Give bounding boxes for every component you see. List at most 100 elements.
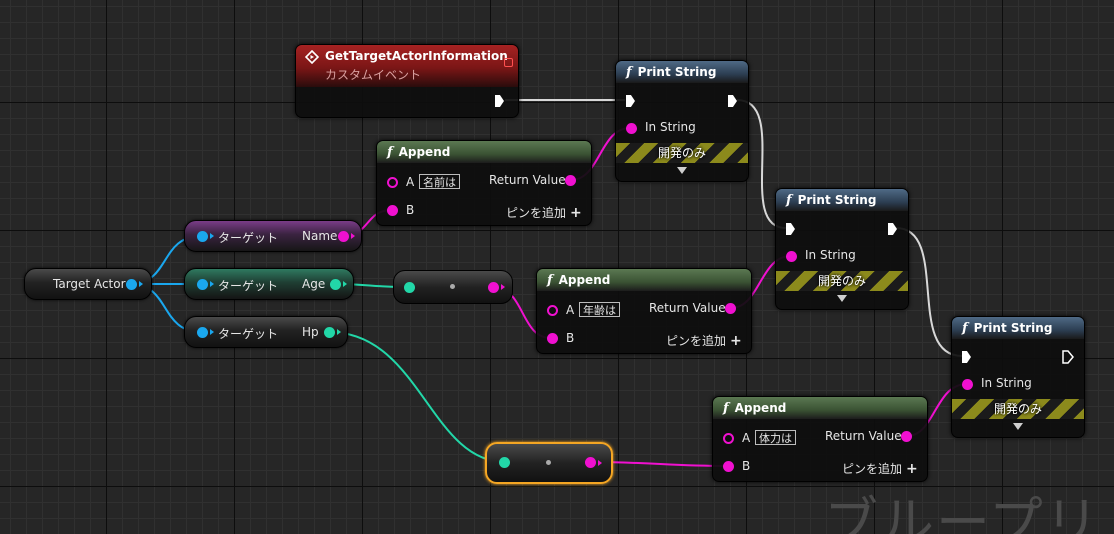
custom-event-subtitle: カスタムイベント [325,68,422,82]
function-icon: f [962,321,968,336]
custom-event-title: GetTargetActorInformation [325,49,508,63]
name-output-label: Name [302,229,338,243]
conversion-input-pin[interactable] [499,457,510,468]
add-pin-button[interactable]: ピンを追加+ [666,332,742,349]
pin-arrow-icon [337,329,341,335]
conversion-node-age[interactable] [393,270,513,304]
append-header-1: f Append [377,141,591,163]
get-hp-node[interactable]: ターゲット Hp [184,316,348,348]
age-output-pin[interactable] [330,279,341,290]
append-title-1: Append [398,145,451,159]
exec-out-pin[interactable] [888,223,897,235]
function-icon: f [547,273,553,288]
in-string-label: In String [645,120,696,134]
function-icon: f [387,145,393,160]
expand-arrow-icon[interactable] [837,295,847,302]
expand-arrow-icon[interactable] [677,167,687,174]
target-actor-output-pin[interactable] [126,279,137,290]
b-input-pin[interactable] [723,461,734,472]
pin-arrow-icon [343,281,347,287]
target-input-pin[interactable] [197,231,208,242]
print-string-title-2: Print String [797,193,877,207]
function-icon: f [786,193,792,208]
exec-out-pin[interactable] [495,95,504,107]
a-literal-input[interactable]: 名前は [419,174,460,189]
append-header-2: f Append [537,269,751,291]
pin-arrow-icon [501,284,505,290]
a-literal-input[interactable]: 年齢は [579,302,620,317]
exec-in-pin[interactable] [626,95,635,107]
in-string-pin[interactable] [626,123,637,134]
print-string-header-2: f Print String [776,189,908,211]
name-output-pin[interactable] [338,231,349,242]
return-value-label: Return Value [825,429,902,443]
a-literal-input[interactable]: 体力は [755,430,796,445]
in-string-label: In String [981,376,1032,390]
conversion-node-hp-selected[interactable] [485,442,613,484]
print-string-title-1: Print String [637,65,717,79]
conversion-dot-icon [546,460,551,465]
plus-icon: + [730,333,742,349]
conversion-output-pin[interactable] [488,282,499,293]
get-age-node[interactable]: ターゲット Age [184,268,354,300]
development-only-banner: 開発のみ [776,271,908,291]
target-label: ターゲット [218,279,279,293]
conversion-input-pin[interactable] [404,282,415,293]
add-pin-button[interactable]: ピンを追加+ [842,460,918,477]
plus-icon: + [906,461,918,477]
b-input-pin[interactable] [547,333,558,344]
target-actor-variable-node[interactable]: Target Actor [24,268,152,300]
add-pin-button[interactable]: ピンを追加+ [506,204,582,221]
pin-arrow-icon [598,460,602,466]
target-label: ターゲット [218,231,279,245]
conversion-output-pin[interactable] [585,457,596,468]
in-string-pin[interactable] [786,251,797,262]
return-value-pin[interactable] [565,175,576,186]
exec-out-pin-unconnected[interactable] [1062,350,1074,364]
b-pin-label: B [566,331,575,345]
print-string-title-3: Print String [973,321,1053,335]
return-value-label: Return Value [649,301,726,315]
return-value-label: Return Value [489,173,566,187]
in-string-pin[interactable] [962,379,973,390]
print-string-node-3[interactable]: f Print String In String 開発のみ [951,316,1085,438]
target-input-pin[interactable] [197,327,208,338]
age-output-label: Age [302,277,326,291]
development-only-banner: 開発のみ [616,143,748,163]
function-icon: f [626,65,632,80]
blueprint-watermark: ブループリ [824,491,1101,534]
hp-output-label: Hp [302,325,319,339]
custom-event-node[interactable]: GetTargetActorInformation カスタムイベント [295,44,519,118]
return-value-pin[interactable] [725,303,736,314]
append-title-3: Append [734,401,787,415]
a-input-pin[interactable] [387,177,398,188]
target-input-pin[interactable] [197,279,208,290]
add-pin-label: ピンを追加 [842,462,903,476]
print-string-header-1: f Print String [616,61,748,83]
return-value-pin[interactable] [901,431,912,442]
exec-in-pin[interactable] [786,223,795,235]
hp-output-pin[interactable] [324,327,335,338]
function-icon: f [723,401,729,416]
b-input-pin[interactable] [387,205,398,216]
development-only-banner: 開発のみ [952,399,1084,419]
append-title-2: Append [558,273,611,287]
exec-out-pin[interactable] [728,95,737,107]
a-input-pin[interactable] [723,433,734,444]
number-wire-hp-to-reroute2 [328,331,506,463]
get-name-node[interactable]: ターゲット Name [184,220,362,252]
custom-event-header: GetTargetActorInformation カスタムイベント [296,45,518,87]
plus-icon: + [570,205,582,221]
print-string-node-1[interactable]: f Print String In String 開発のみ [615,60,749,182]
exec-in-pin[interactable] [962,351,971,363]
a-input-pin[interactable] [547,305,558,316]
conversion-dot-icon [450,284,455,289]
append-header-3: f Append [713,397,927,419]
b-pin-label: B [742,459,751,473]
expand-arrow-icon[interactable] [1013,423,1023,430]
